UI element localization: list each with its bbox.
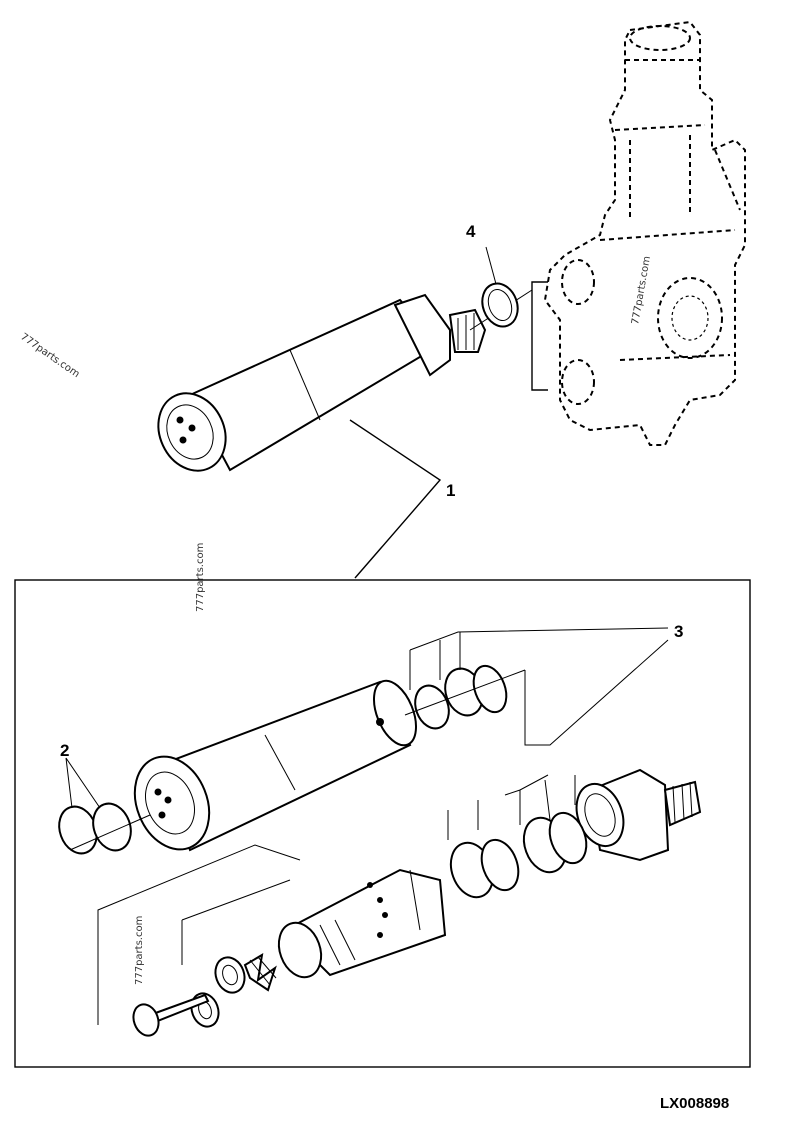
valve-seat	[214, 956, 246, 994]
callout-2: 2	[60, 741, 69, 760]
watermark: 777parts.com	[630, 255, 653, 325]
figure-id: LX008898	[660, 1095, 729, 1112]
watermark: 777parts.com	[195, 543, 206, 612]
callout-1: 1	[446, 481, 455, 500]
o-ring-4	[481, 282, 519, 328]
watermark: 777parts.com	[134, 916, 145, 985]
cartridge-assembly	[157, 289, 533, 472]
valve-body	[543, 20, 746, 446]
leader-2	[65, 757, 101, 809]
inner-spool	[277, 868, 447, 979]
callout-4: 4	[466, 222, 476, 241]
callout-3: 3	[674, 622, 683, 641]
end-fitting	[575, 768, 702, 862]
leader-4	[485, 246, 497, 285]
watermark: 777parts.com	[18, 331, 81, 380]
leader-1	[349, 419, 442, 579]
exploded-view-frame	[14, 579, 751, 1068]
mount-leader	[531, 281, 548, 391]
outer-sleeve	[133, 679, 417, 852]
leader-3-top	[409, 627, 669, 651]
ring-2b	[92, 802, 132, 852]
